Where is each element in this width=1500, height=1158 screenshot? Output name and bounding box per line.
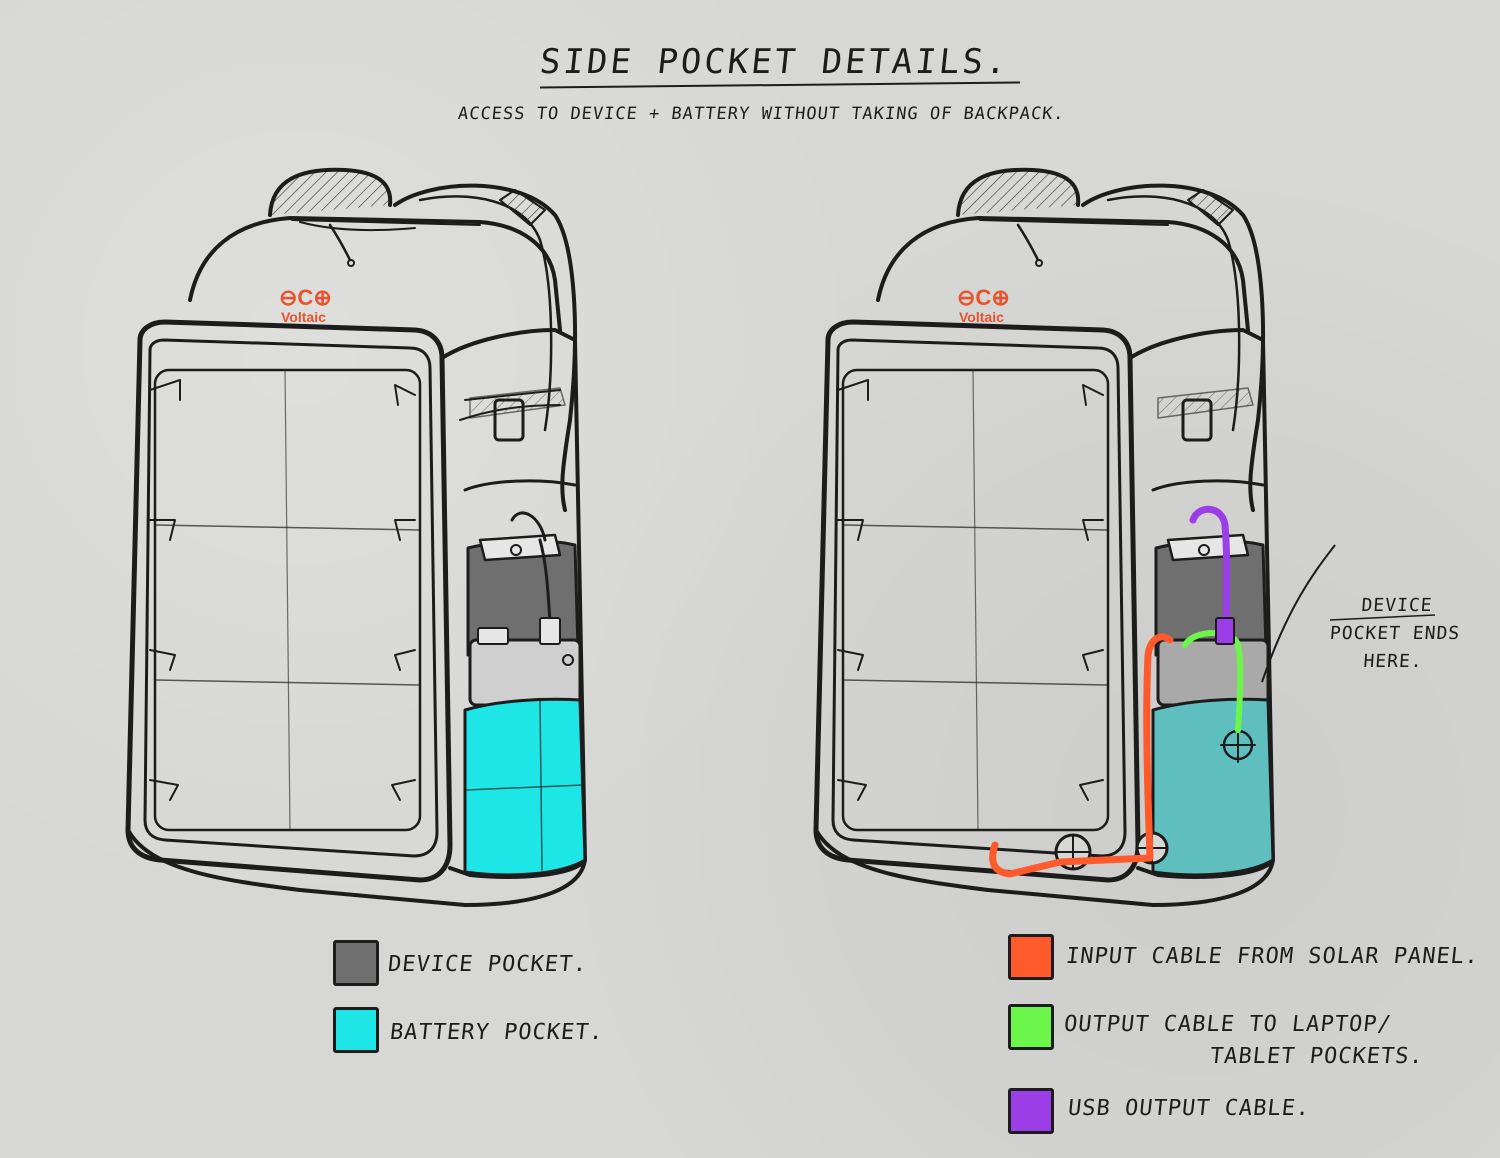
usb-plug [1215,617,1235,645]
body-top-left [188,216,562,332]
usb-cable [1189,505,1231,644]
brand-symbols-right: ⊖C⊕ [957,285,1010,310]
battery-pocket-fill-right [1151,697,1275,877]
battery-right [1156,638,1270,707]
brand-logo-right: ⊖C⊕ Voltaic [957,285,1010,325]
input-cable-label: INPUT CABLE FROM SOLAR PANEL. [1064,944,1481,969]
battery-pocket-swatch [333,1007,379,1053]
usb-cable-swatch [1008,1088,1054,1134]
callout-line-3: HERE. [1362,651,1424,672]
input-cable-swatch [1008,934,1054,980]
device-pocket-label: DEVICE POCKET. [386,952,589,977]
callout-line-1: DEVICE [1360,595,1434,616]
backpack-left [125,167,587,907]
backpack-right [813,167,1275,907]
solar-panel-right [841,368,1110,832]
shoulder-strap-right [1081,183,1265,512]
output-cable [1182,630,1244,733]
top-handle-left [268,167,393,217]
battery-left [468,638,582,707]
callout-line-2: POCKET ENDS [1329,623,1461,644]
top-handle-right [956,167,1081,217]
usb-cable-label: USB OUTPUT CABLE. [1066,1096,1312,1121]
front-face-right [813,319,1141,883]
battery-pocket-label: BATTERY POCKET. [388,1020,606,1045]
cables-right [989,505,1244,878]
brand-logo-left: ⊖C⊕ Voltaic [279,285,332,325]
solar-panel-left [153,368,422,832]
device-pocket-callout: DEVICE POCKET ENDS HERE. [1322,592,1468,676]
output-cable-label-line2: TABLET POCKETS. [1208,1044,1426,1069]
brand-name-left: Voltaic [281,309,326,325]
brand-symbols-left: ⊖C⊕ [279,285,332,310]
brand-name-right: Voltaic [959,309,1004,325]
front-face-left [125,319,453,883]
shoulder-strap-left [393,183,577,512]
device-pocket-swatch [333,940,379,986]
input-cable [989,633,1174,878]
callout-leader-line [1261,544,1336,683]
body-top-right [876,216,1250,332]
output-cable-label: OUTPUT CABLE TO LAPTOP/ [1062,1012,1393,1037]
output-cable-swatch [1008,1004,1054,1050]
